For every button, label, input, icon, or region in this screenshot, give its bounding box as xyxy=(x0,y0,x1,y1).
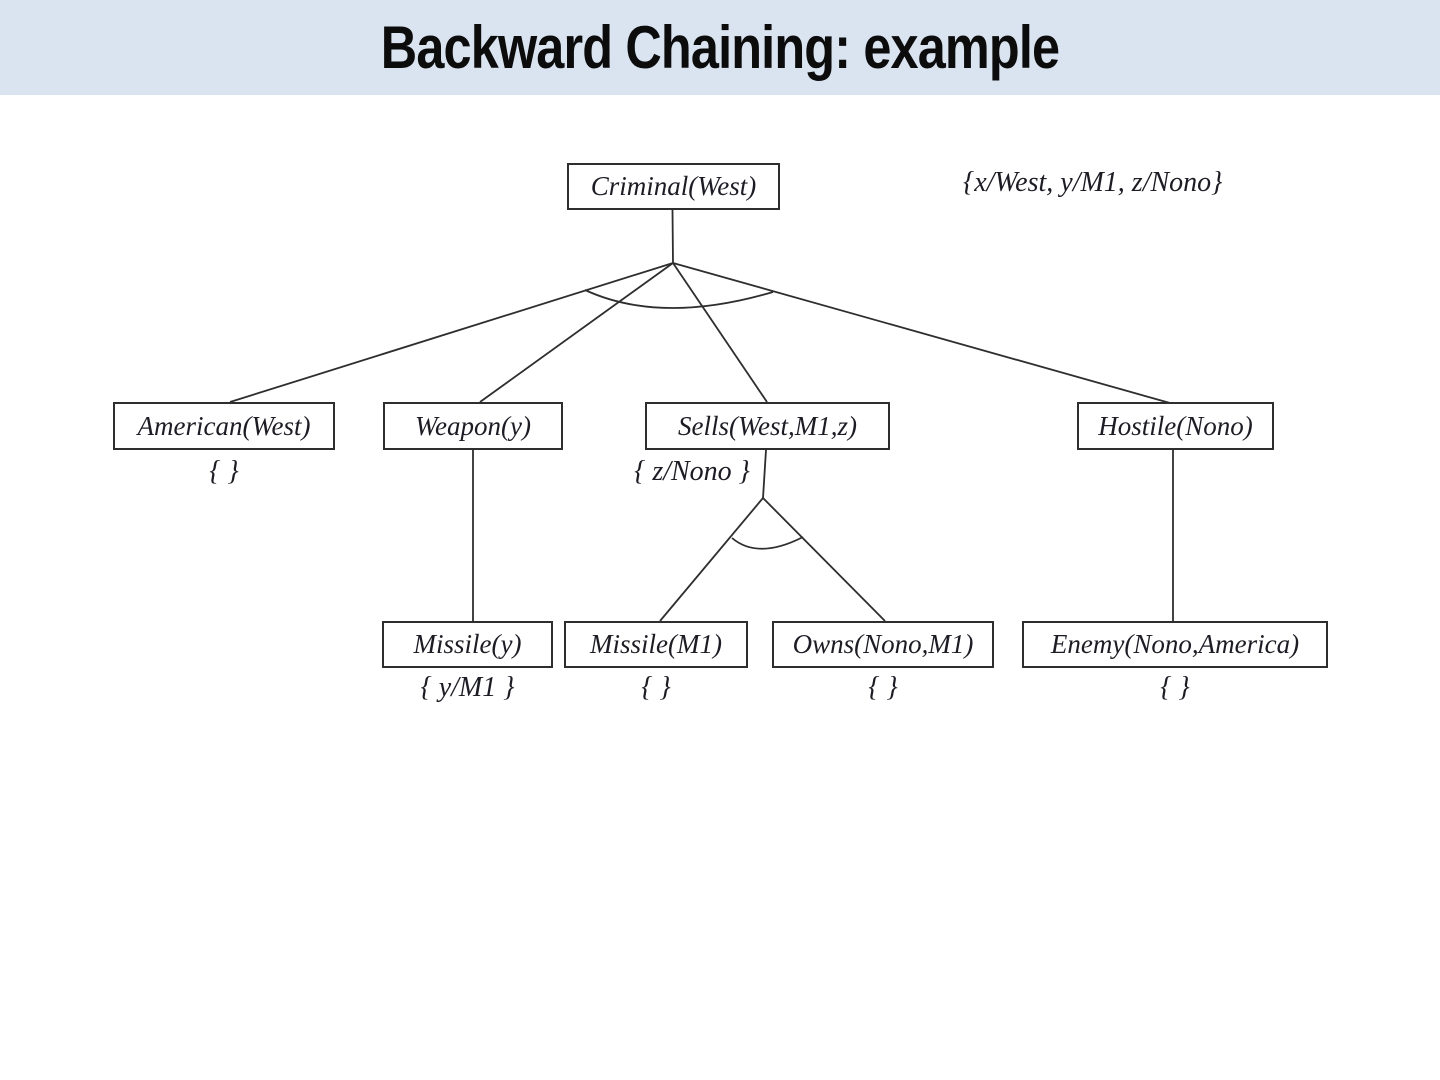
and-arc-sells xyxy=(731,536,804,550)
node-owns-nono-m1: Owns(Nono,M1) xyxy=(772,621,994,668)
node-american-west: American(West) xyxy=(113,402,335,450)
node-criminal-west: Criminal(West) xyxy=(567,163,780,210)
substitution-annotation: {x/West, y/M1, z/Nono} xyxy=(963,167,1223,198)
node-missile-m1: Missile(M1) xyxy=(564,621,748,668)
edge-sells-missile-m1 xyxy=(659,497,764,622)
node-hostile-nono: Hostile(Nono) xyxy=(1077,402,1274,450)
edge-sells-owns xyxy=(762,497,886,622)
binding-missile-y: { y/M1 } xyxy=(420,672,515,703)
node-enemy-nono-america: Enemy(Nono,America) xyxy=(1022,621,1328,668)
edge-sells-stem xyxy=(762,449,767,499)
edge-criminal-weapon xyxy=(479,262,674,403)
binding-missile-m1: { } xyxy=(641,672,671,703)
binding-enemy: { } xyxy=(1160,672,1190,703)
node-sells-west-m1-z: Sells(West,M1,z) xyxy=(645,402,890,450)
edge-criminal-american xyxy=(229,262,674,403)
edge-criminal-stem xyxy=(671,209,674,264)
node-missile-y: Missile(y) xyxy=(382,621,553,668)
edge-criminal-sells xyxy=(672,262,768,403)
node-weapon-y: Weapon(y) xyxy=(383,402,563,450)
page-title: Backward Chaining: example xyxy=(380,14,1060,81)
edge-criminal-hostile xyxy=(672,262,1171,404)
binding-owns: { } xyxy=(868,672,898,703)
binding-american: { } xyxy=(209,456,239,487)
title-bar: Backward Chaining: example xyxy=(0,0,1440,95)
and-arc-root xyxy=(584,289,774,309)
binding-sells: { z/Nono } xyxy=(634,456,750,487)
